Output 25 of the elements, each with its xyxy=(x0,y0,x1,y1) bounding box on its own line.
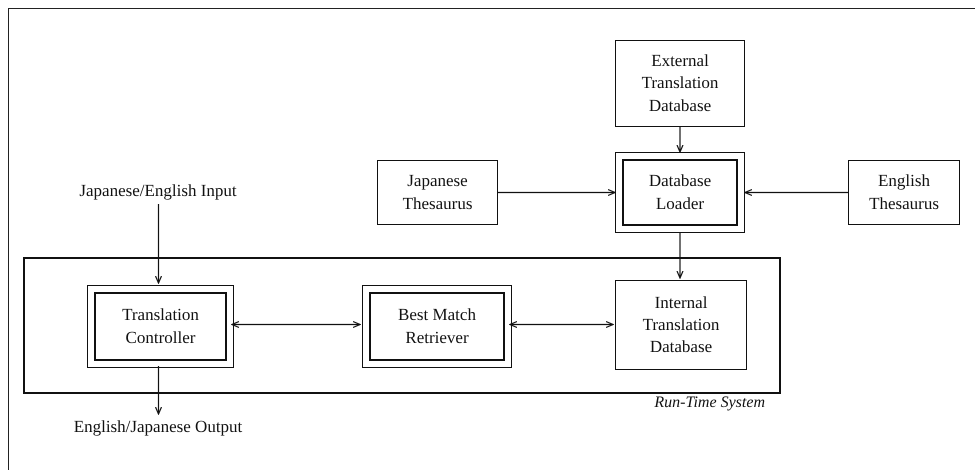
arrow xyxy=(154,204,162,284)
process-box xyxy=(377,160,498,225)
process-box xyxy=(615,40,745,127)
arrow xyxy=(509,320,614,328)
arrow xyxy=(676,127,684,153)
io-label: Japanese/English Input xyxy=(78,180,238,202)
box-label: English Thesaurus xyxy=(868,170,940,214)
module-box xyxy=(362,285,512,368)
box-label: Database Loader xyxy=(648,170,712,214)
group-label: Run-Time System xyxy=(654,394,765,412)
arrow xyxy=(744,188,848,196)
box-label: Internal Translation Database xyxy=(642,292,720,358)
box-label: Japanese Thesaurus xyxy=(402,170,474,214)
box-label: Best Match Retriever xyxy=(397,304,477,348)
arrow xyxy=(231,320,361,328)
module-box xyxy=(615,152,745,233)
arrow xyxy=(676,233,684,279)
process-box xyxy=(848,160,960,225)
module-box xyxy=(87,285,234,368)
arrow xyxy=(498,188,616,196)
arrow xyxy=(154,366,162,415)
process-box xyxy=(615,280,747,370)
box-label: Translation Controller xyxy=(121,304,200,348)
box-label: External Translation Database xyxy=(640,50,720,117)
io-label: English/Japanese Output xyxy=(72,416,244,438)
